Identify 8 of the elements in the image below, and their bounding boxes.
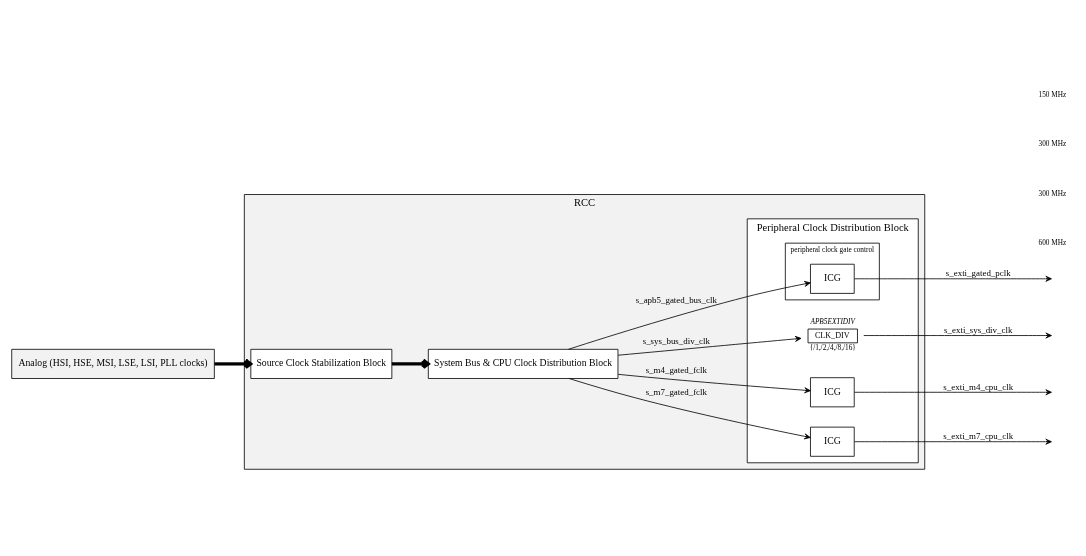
edge-label: s_sys_bus_div_clk [642, 336, 710, 347]
edge-label: s_m7_gated_fclk [645, 387, 707, 398]
edge-label: s_apb5_gated_bus_clk [635, 294, 717, 305]
edge-label: s_exti_sys_div_clk [944, 324, 1013, 335]
edge-label: s_exti_m7_cpu_clk [943, 431, 1014, 442]
edge-label: s_m4_gated_fclk [645, 365, 707, 376]
edge-label: s_exti_m4_cpu_clk [943, 381, 1014, 392]
edge-label: s_exti_gated_pclk [945, 268, 1011, 279]
